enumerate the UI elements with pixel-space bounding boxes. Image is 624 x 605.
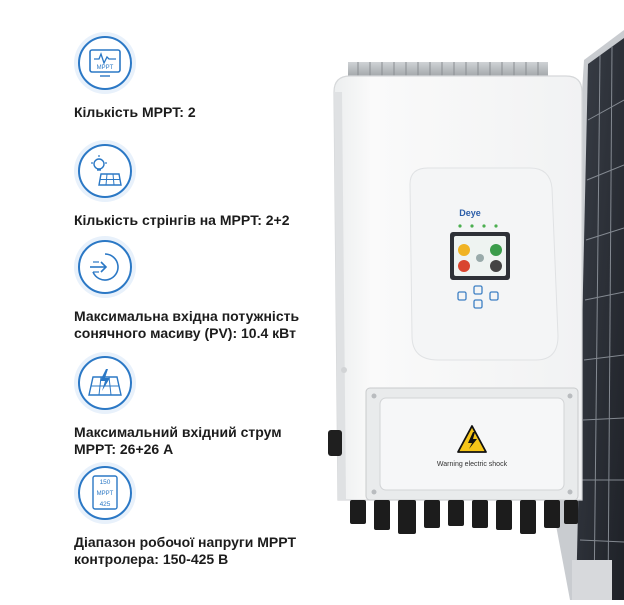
voltage-range-icon: 150 MPPT 425 <box>78 466 132 520</box>
svg-text:MPPT: MPPT <box>97 65 114 71</box>
warning-label: Warning electric shock <box>437 461 508 468</box>
spec-strings-label: Кількість стрінгів на MPPT: 2+2 <box>74 212 290 228</box>
spec-mppt-count-label: Кількість MPPT: 2 <box>74 104 196 120</box>
spec-max-power: Максимальна вхідна потужність сонячного … <box>74 240 344 342</box>
spec-voltage-range-label-line2: контролера: 150-425 В <box>74 551 229 567</box>
spec-mppt-count: MPPT Кількість MPPT: 2 <box>74 36 344 121</box>
brand-logo: Deye <box>459 208 481 218</box>
power-input-icon <box>78 240 132 294</box>
spec-voltage-range: 150 MPPT 425 Діапазон робочої напруги MP… <box>74 466 344 568</box>
spec-strings: Кількість стрінгів на MPPT: 2+2 <box>74 144 344 229</box>
spec-max-power-label-line2: сонячного масиву (PV): 10.4 кВт <box>74 325 296 341</box>
spec-max-current-label-line2: MPPT: 26+26 А <box>74 441 174 457</box>
solar-panel-bulb-icon <box>78 144 132 198</box>
svg-text:425: 425 <box>100 501 111 508</box>
svg-text:MPPT: MPPT <box>97 491 114 497</box>
spec-max-current-label-line1: Максимальний вхідний струм <box>74 424 282 440</box>
cooling-fins <box>348 62 548 78</box>
warning-cover: Warning electric shock <box>365 387 579 501</box>
solar-panel-lightning-icon <box>78 356 132 410</box>
spec-voltage-range-label-line1: Діапазон робочої напруги MPPT <box>74 534 297 550</box>
svg-text:150: 150 <box>100 479 111 486</box>
mppt-monitor-icon: MPPT <box>78 36 132 90</box>
spec-max-power-label-line1: Максимальна вхідна потужність <box>74 308 300 324</box>
product-image: Deye <box>300 0 624 601</box>
spec-max-current: Максимальний вхідний струм MPPT: 26+26 А <box>74 356 344 458</box>
connectors <box>350 500 578 534</box>
